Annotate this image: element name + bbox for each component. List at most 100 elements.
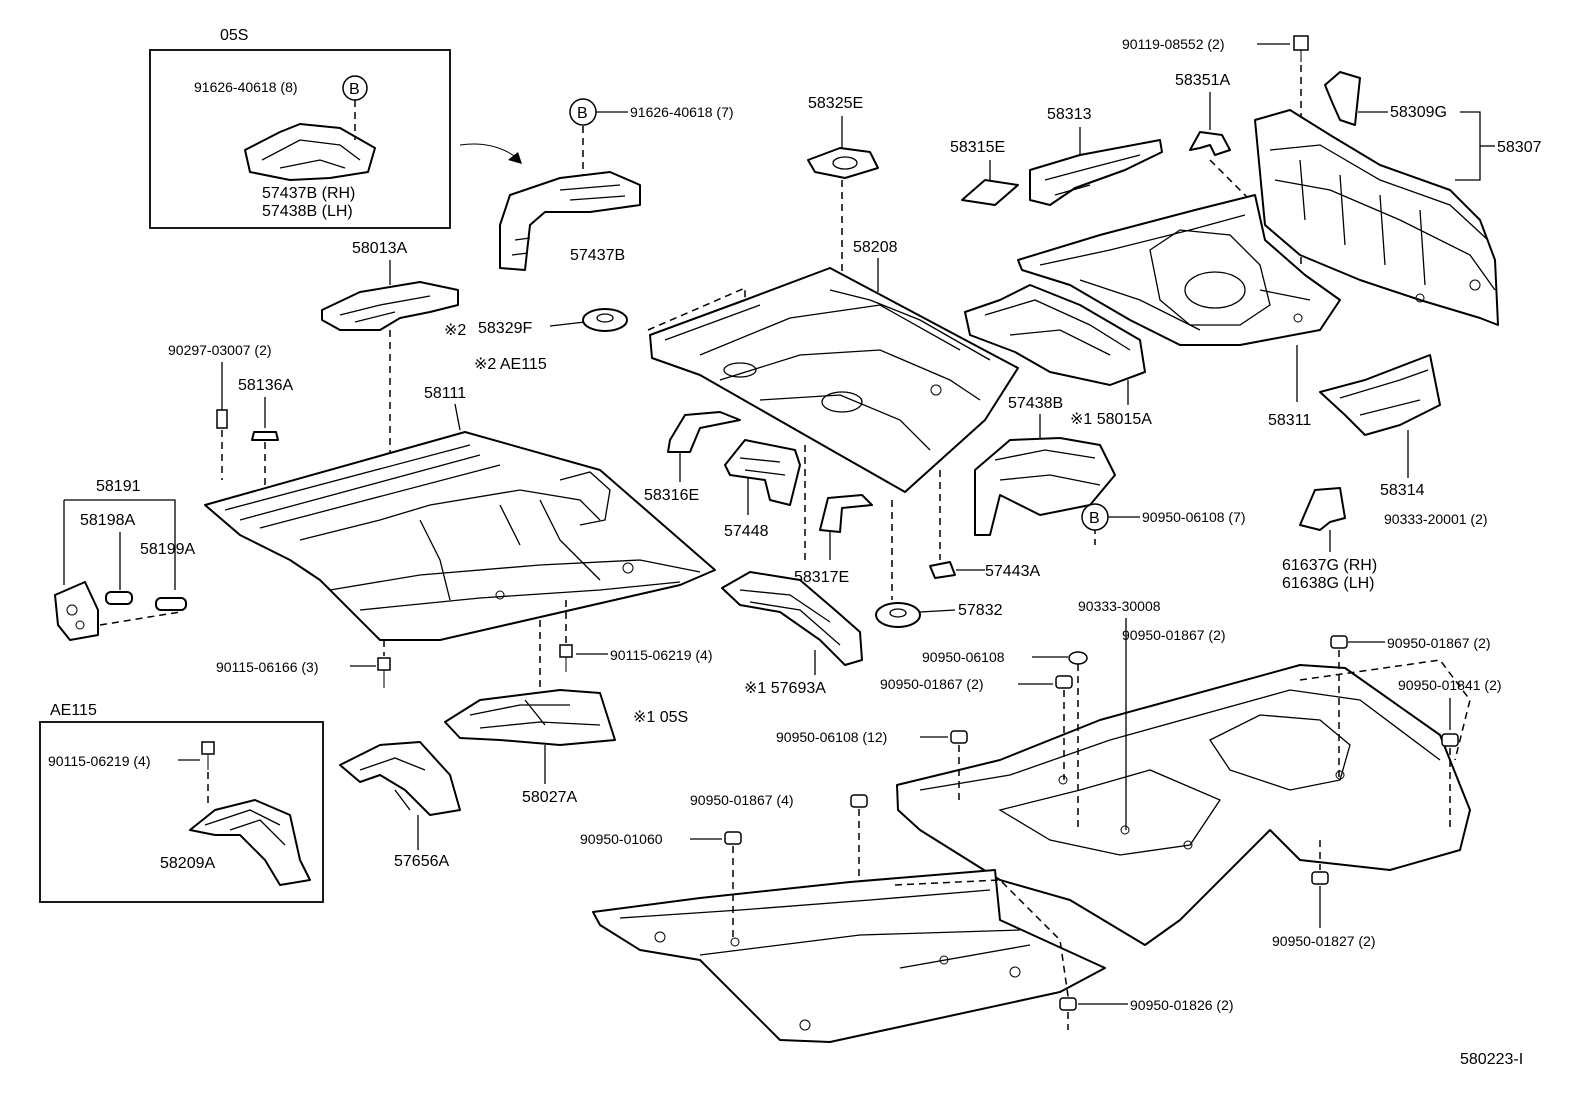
inset-ae115-title: AE115 (50, 702, 97, 719)
part-57443a (929, 561, 956, 579)
label-90950-01826: 90950-01826 (2) (1130, 997, 1234, 1013)
label-61637g: 61637G (RH) (1282, 557, 1377, 574)
part-58015a (964, 284, 1146, 386)
group-58027a: 58027A ※1 05S (444, 689, 688, 806)
label-58316e: 58316E (644, 487, 699, 504)
circle-b-letter: B (349, 81, 360, 98)
part-58209a (189, 799, 311, 886)
label-58314: 58314 (1380, 482, 1425, 499)
circle-b-letter-2: B (577, 105, 588, 122)
group-90297-58136a: 90297-03007 (2) 58136A (168, 342, 293, 520)
circle-b-letter-3: B (1089, 510, 1100, 527)
group-58015a: ※1 58015A (964, 284, 1152, 428)
label-58199a: 58199A (140, 541, 195, 558)
label-90950-01867-2b: 90950-01867 (2) (880, 676, 984, 692)
label-58209a: 58209A (160, 855, 215, 872)
label-58309g: 58309G (1390, 104, 1447, 121)
label-57438b-lh: 57438B (LH) (262, 203, 353, 220)
label-90333-30008: 90333-30008 (1078, 598, 1161, 614)
inset-05s: 05S 91626-40618 (8) B 57437B (RH) 57438B… (149, 27, 451, 229)
label-90333-20001: 90333-20001 (2) (1384, 511, 1488, 527)
group-57448: 57448 (724, 439, 801, 540)
plug-90950-01060 (724, 831, 742, 845)
part-58027a (444, 689, 616, 746)
part-58111 (204, 431, 716, 641)
plug-90950-01867-4 (850, 794, 868, 808)
group-fasteners-58111: 90115-06166 (3) 90115-06219 (4) (216, 600, 712, 700)
group-57693a: ※1 57693A (721, 571, 863, 697)
plug-90950-01826 (1059, 997, 1077, 1011)
part-58136a (251, 431, 279, 441)
part-58208 (649, 267, 1019, 493)
part-58311 (1017, 194, 1341, 346)
label-57832: 57832 (958, 602, 1003, 619)
label-90950-01827: 90950-01827 (2) (1272, 933, 1376, 949)
label-58329f: 58329F (478, 320, 532, 337)
plug-90950-01841 (1441, 733, 1459, 747)
group-58316e: 58316E (644, 411, 741, 504)
part-57693a (721, 571, 863, 666)
label-58351a: 58351A (1175, 72, 1230, 89)
part-58309g (1324, 71, 1361, 126)
part-rear-silencer (896, 664, 1471, 946)
label-58013a: 58013A (352, 240, 407, 257)
label-90115-06219-ae115: 90115-06219 (4) (48, 753, 150, 769)
group-58315e: 58315E (950, 139, 1019, 206)
group-57656a: 57656A (339, 741, 461, 870)
part-front-silencer (592, 869, 1106, 1043)
label-90950-01060: 90950-01060 (580, 831, 663, 847)
group-90950-06108-7: B 90950-06108 (7) (1081, 503, 1246, 531)
bolt-90115-06166 (377, 657, 391, 671)
label-58325e: 58325E (808, 95, 863, 112)
label-90950-06108: 90950-06108 (922, 649, 1005, 665)
label-58315e: 58315E (950, 139, 1005, 156)
group-floor-silencers (592, 659, 1471, 1043)
label-91626-40618-7: 91626-40618 (7) (630, 104, 734, 120)
label-57443a: 57443A (985, 563, 1040, 580)
part-58013a (321, 281, 459, 331)
part-57437b (499, 171, 641, 271)
label-58311: 58311 (1268, 412, 1311, 429)
part-58317e (819, 494, 873, 533)
group-58311: 58311 (1017, 194, 1341, 429)
label-58015a: ※1 58015A (1070, 411, 1152, 428)
part-58329f (582, 308, 628, 332)
label-57656a: 57656A (394, 853, 449, 870)
label-57693a: ※1 57693A (744, 680, 826, 697)
label-58198a: 58198A (80, 512, 135, 529)
diagram-id: 580223-I (1460, 1051, 1523, 1068)
group-58313: 58313 (1029, 106, 1163, 206)
label-58313: 58313 (1047, 106, 1092, 123)
label-58027a: 58027A (522, 789, 577, 806)
bolt-90297 (216, 409, 228, 429)
part-57832 (875, 602, 921, 628)
group-57437b: B 91626-40618 (7) 57437B (499, 98, 734, 271)
group-58191: 58191 58198A 58199A (54, 478, 195, 641)
label-58111: 58111 (424, 385, 466, 402)
label-58136a: 58136A (238, 377, 293, 394)
bolt-90119 (1293, 35, 1309, 51)
part-58316e (667, 411, 741, 453)
label-90115-06219: 90115-06219 (4) (610, 647, 712, 663)
inset-05s-title: 05S (220, 27, 248, 44)
label-90119-08552: 90119-08552 (2) (1122, 36, 1224, 52)
label-90950-01867-2a: 90950-01867 (2) (1122, 627, 1226, 643)
group-61637g: 61637G (RH) 61638G (LH) (1282, 487, 1377, 592)
part-58314 (1319, 354, 1441, 436)
part-58313 (1029, 139, 1163, 206)
label-90115-06166: 90115-06166 (3) (216, 659, 318, 675)
label-58317e: 58317E (794, 569, 849, 586)
group-58013a: 58013A (321, 240, 459, 520)
plug-90950-06108-12 (950, 730, 968, 744)
label-91626-40618-8: 91626-40618 (8) (194, 79, 298, 95)
part-58351a (1189, 131, 1231, 156)
label-mark2-ae115: ※2 AE115 (474, 356, 547, 373)
group-58329f: ※2 58329F ※2 AE115 (444, 308, 628, 373)
inset-ae115: AE115 90115-06219 (4) 58209A (39, 702, 324, 903)
group-58307: 58309G 58307 (1254, 71, 1542, 326)
label-90950-06108-7: 90950-06108 (7) (1142, 509, 1246, 525)
part-58325e (807, 147, 879, 179)
label-90950-06108-12: 90950-06108 (12) (776, 729, 887, 745)
plug-90950-01827 (1311, 871, 1329, 885)
